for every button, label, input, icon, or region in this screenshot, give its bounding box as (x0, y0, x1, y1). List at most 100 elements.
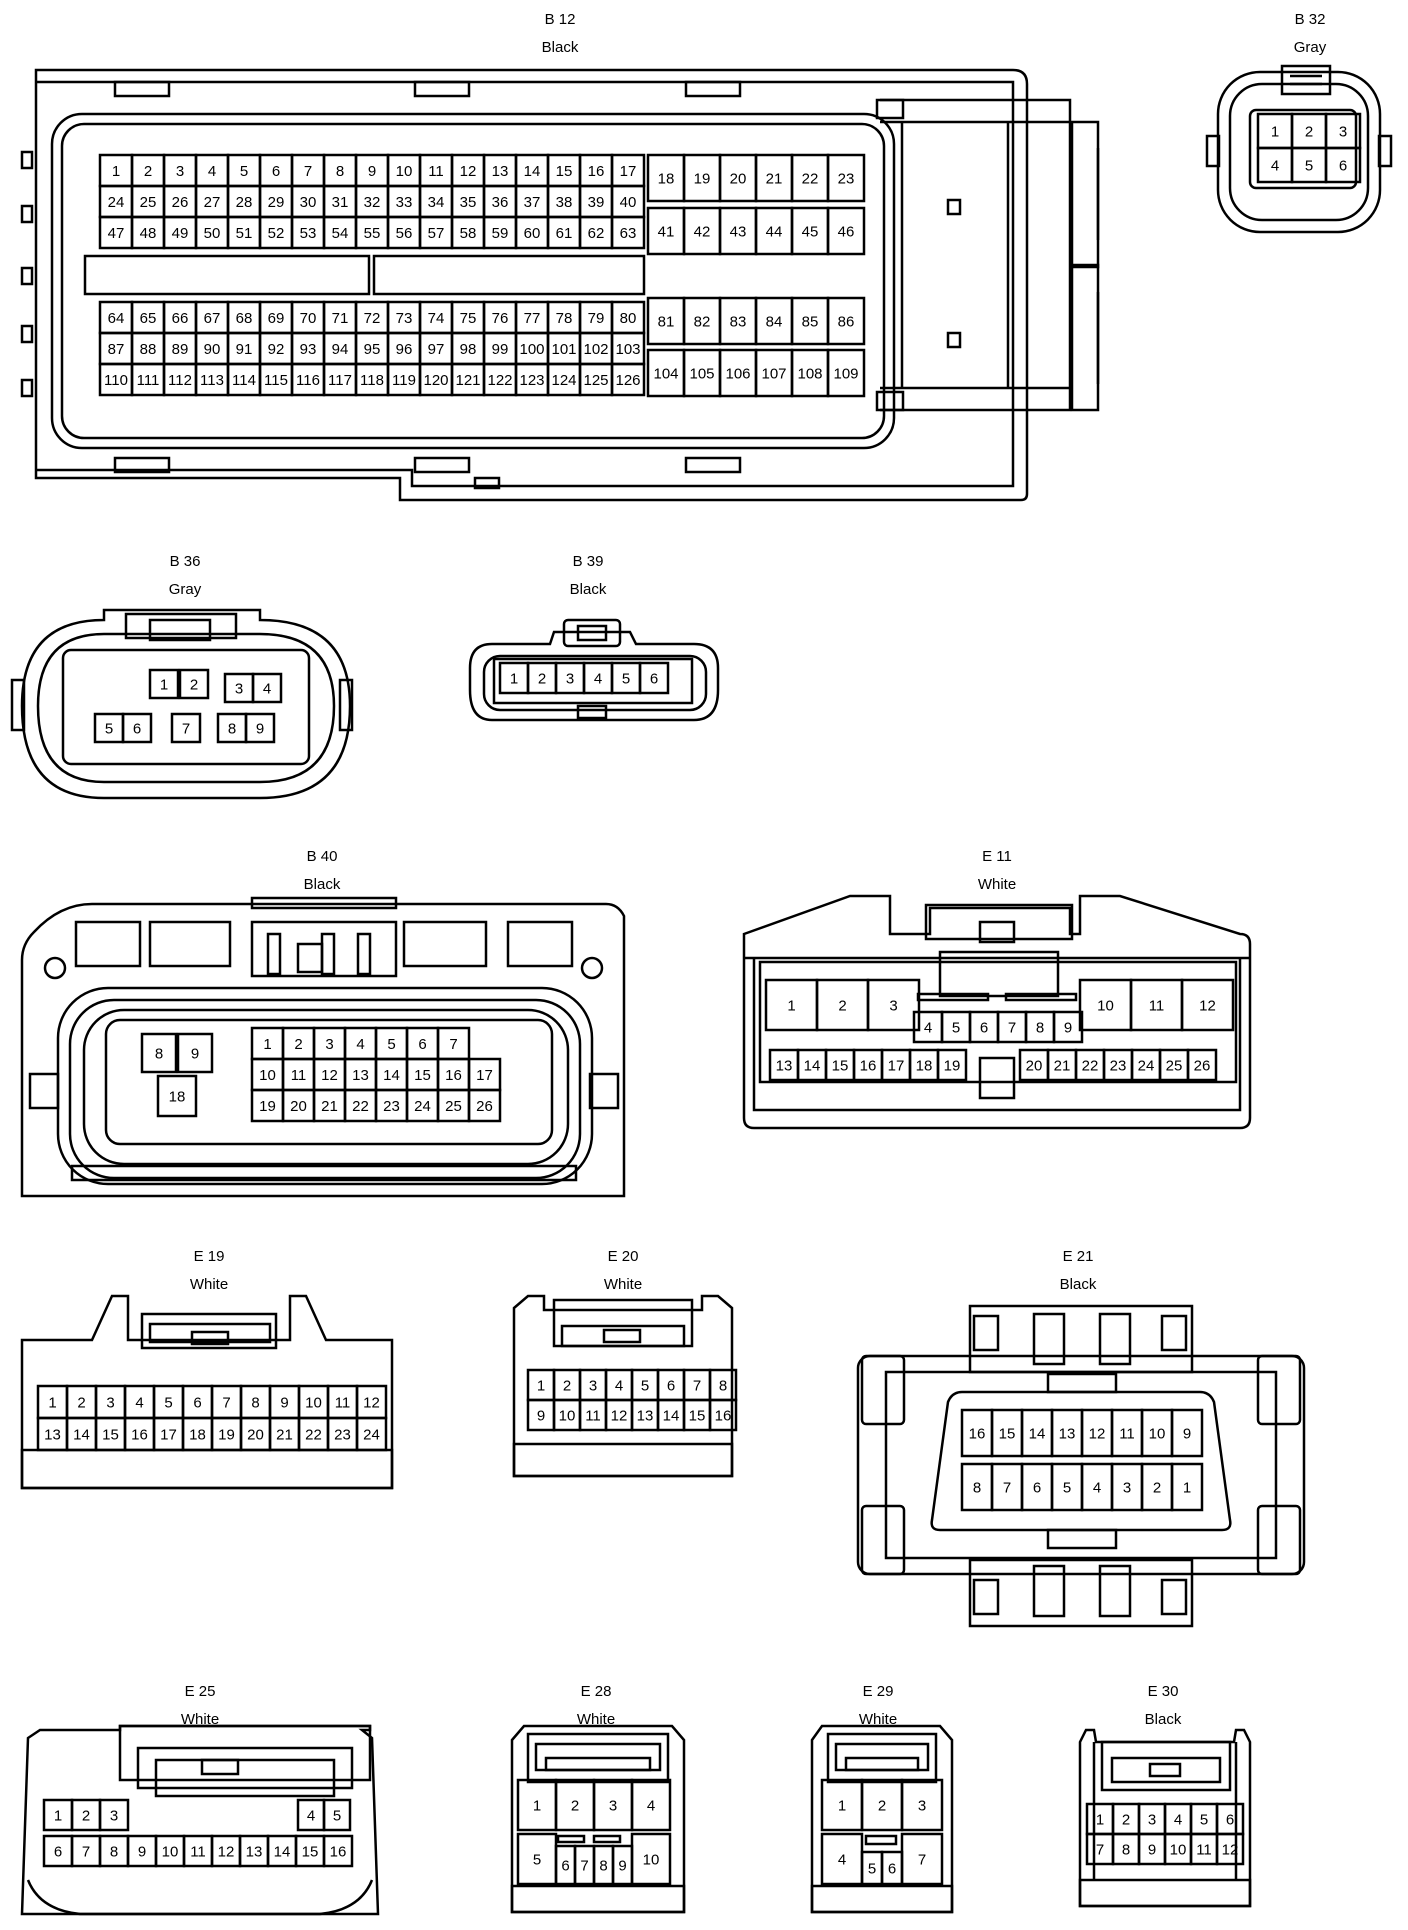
pin-number: 8 (251, 1395, 259, 1412)
pin-number: 16 (330, 1844, 347, 1861)
connector-e28-housing (510, 1724, 686, 1914)
pin-number: 3 (110, 1808, 118, 1825)
pin-cell (826, 206, 866, 256)
pin-number: 1 (838, 1798, 846, 1815)
pin-number: 1 (1096, 1812, 1104, 1829)
connector-e29-code: E 29 (862, 1683, 894, 1700)
pin-number: 79 (588, 310, 605, 327)
pin-cell (1215, 1832, 1245, 1866)
pin-cell (1170, 1462, 1204, 1512)
pin-cell (630, 1832, 672, 1886)
pin-number: 52 (268, 225, 285, 242)
pin-number: 7 (449, 1036, 457, 1053)
pin-number: 16 (969, 1426, 986, 1443)
pin-number: 20 (290, 1098, 307, 1115)
pin-number: 121 (455, 372, 480, 389)
pin-number: 8 (336, 163, 344, 180)
pin-number: 72 (364, 310, 381, 327)
connector-e30-code: E 30 (1147, 1683, 1179, 1700)
pin-cell (610, 362, 646, 397)
pin-number: 113 (200, 372, 224, 389)
pin-cell (630, 1778, 672, 1832)
pin-number: 4 (1093, 1480, 1101, 1497)
pin-number: 26 (172, 194, 189, 211)
pin-number: 1 (537, 1378, 545, 1395)
pin-number: 3 (589, 1378, 597, 1395)
pin-number: 3 (325, 1036, 333, 1053)
pin-number: 10 (162, 1844, 179, 1861)
pin-number: 16 (860, 1058, 877, 1075)
pin-number: 5 (952, 1020, 960, 1037)
pin-number: 4 (615, 1378, 623, 1395)
pin-number: 95 (364, 341, 381, 358)
pin-number: 65 (140, 310, 157, 327)
pin-number: 50 (204, 225, 221, 242)
connector-b36-color: Gray (168, 581, 202, 598)
pin-cell (178, 668, 210, 700)
pin-number: 99 (492, 341, 509, 358)
pin-number: 6 (54, 1844, 62, 1861)
pin-number: 14 (524, 163, 541, 180)
pin-number: 3 (918, 1798, 926, 1815)
connector-b39-housing (468, 618, 720, 722)
pin-cell (900, 1778, 944, 1832)
pin-number: 108 (797, 366, 822, 383)
pin-number: 3 (609, 1798, 617, 1815)
pin-number: 28 (236, 194, 253, 211)
pin-number: 51 (236, 225, 253, 242)
pin-number: 14 (1029, 1426, 1046, 1443)
pin-number: 9 (537, 1408, 545, 1425)
pin-number: 25 (140, 194, 157, 211)
pin-number: 14 (663, 1408, 680, 1425)
pin-number: 30 (300, 194, 317, 211)
pin-number: 3 (1148, 1812, 1156, 1829)
pin-number: 18 (189, 1427, 206, 1444)
pin-number: 12 (1222, 1842, 1239, 1859)
pin-number: 23 (838, 171, 855, 188)
pin-cell (156, 1074, 198, 1118)
pin-number: 9 (191, 1046, 199, 1063)
pin-number: 43 (730, 224, 747, 241)
pin-number: 110 (104, 372, 128, 389)
pin-number: 1 (787, 998, 795, 1015)
pin-number: 46 (838, 224, 855, 241)
connector-b40-color: Black (303, 876, 341, 893)
pin-number: 66 (172, 310, 189, 327)
pin-number: 20 (247, 1427, 264, 1444)
pin-number: 44 (766, 224, 783, 241)
pin-cell (140, 1032, 178, 1074)
connector-e25-color: White (180, 1711, 220, 1728)
pin-number: 4 (924, 1020, 932, 1037)
pin-number: 64 (108, 310, 125, 327)
pin-number: 5 (641, 1378, 649, 1395)
pin-number: 6 (272, 163, 280, 180)
pin-number: 11 (428, 163, 444, 180)
pin-number: 94 (332, 341, 349, 358)
connector-b39-code: B 39 (572, 553, 604, 570)
pin-number: 2 (563, 1378, 571, 1395)
connector-b40-housing (20, 896, 626, 1198)
pin-number: 4 (1271, 158, 1279, 175)
pin-number: 10 (1149, 1426, 1166, 1443)
pin-number: 117 (328, 372, 352, 389)
pin-number: 8 (155, 1046, 163, 1063)
pin-number: 4 (263, 681, 271, 698)
pin-number: 10 (1170, 1842, 1187, 1859)
pin-number: 19 (259, 1098, 276, 1115)
pin-number: 41 (658, 224, 675, 241)
pin-number: 114 (232, 372, 256, 389)
pin-number: 18 (658, 171, 675, 188)
pin-number: 56 (396, 225, 413, 242)
pin-cell (244, 712, 276, 744)
pin-number: 3 (1339, 124, 1347, 141)
pin-number: 2 (144, 163, 152, 180)
pin-number: 80 (620, 310, 637, 327)
pin-number: 104 (653, 366, 678, 383)
pin-number: 10 (259, 1067, 276, 1084)
pin-number: 16 (131, 1427, 148, 1444)
pin-number: 118 (360, 372, 384, 389)
pin-number: 10 (305, 1395, 322, 1412)
